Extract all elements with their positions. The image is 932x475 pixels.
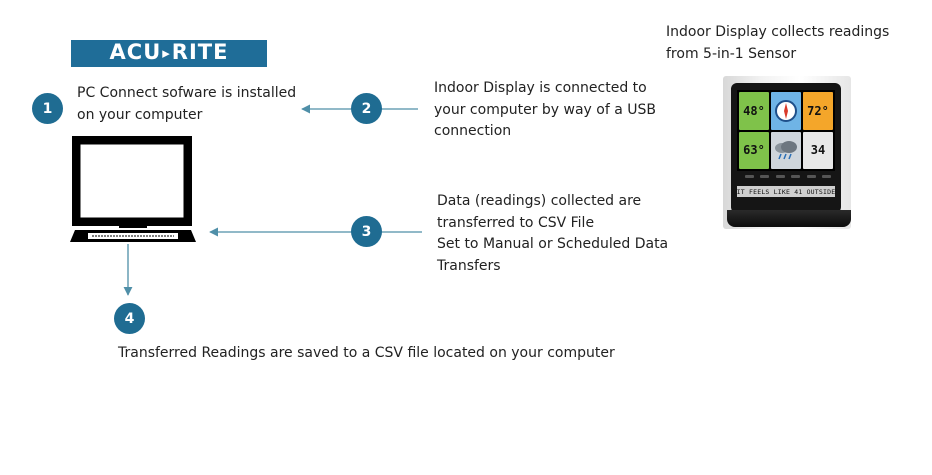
- step-2-text: Indoor Display is connected to your comp…: [434, 80, 656, 139]
- display-ticker: IT FEELS LIKE 41 OUTSIDE: [737, 186, 835, 197]
- display-screen: 48° 72° 63° 34: [737, 90, 835, 171]
- display-buttons: [745, 175, 831, 180]
- logo-brand-left: ACU: [109, 40, 162, 64]
- logo-chevron-icon: ▸: [162, 44, 171, 62]
- logo-brand-right: RITE: [171, 40, 229, 64]
- display-tile-outdoor: 72°: [803, 92, 833, 130]
- step-2-marker: 2: [351, 93, 382, 124]
- computer-icon: [70, 136, 196, 242]
- step-3-marker: 3: [351, 216, 382, 247]
- display-tile-wind: [771, 92, 801, 130]
- step-3-text: Data (readings) collected are transferre…: [437, 193, 669, 274]
- display-tile-humidity: 63°: [739, 131, 769, 169]
- step-4-marker: 4: [114, 303, 145, 334]
- step-4-text: Transferred Readings are saved to a CSV …: [118, 345, 615, 361]
- acurite-logo: ACU▸RITE: [71, 40, 267, 67]
- display-caption: Indoor Display collects readings from 5-…: [666, 24, 890, 62]
- step-1-marker: 1: [32, 93, 63, 124]
- display-tile-forecast: [771, 131, 801, 169]
- display-tile-indoor: 48°: [739, 92, 769, 130]
- cloud-rain-icon: [775, 141, 797, 160]
- compass-icon: [775, 99, 797, 122]
- display-base: [727, 210, 851, 227]
- step-1-text: PC Connect sofware is installed on your …: [77, 85, 297, 123]
- display-tile-rain: 34: [803, 131, 833, 169]
